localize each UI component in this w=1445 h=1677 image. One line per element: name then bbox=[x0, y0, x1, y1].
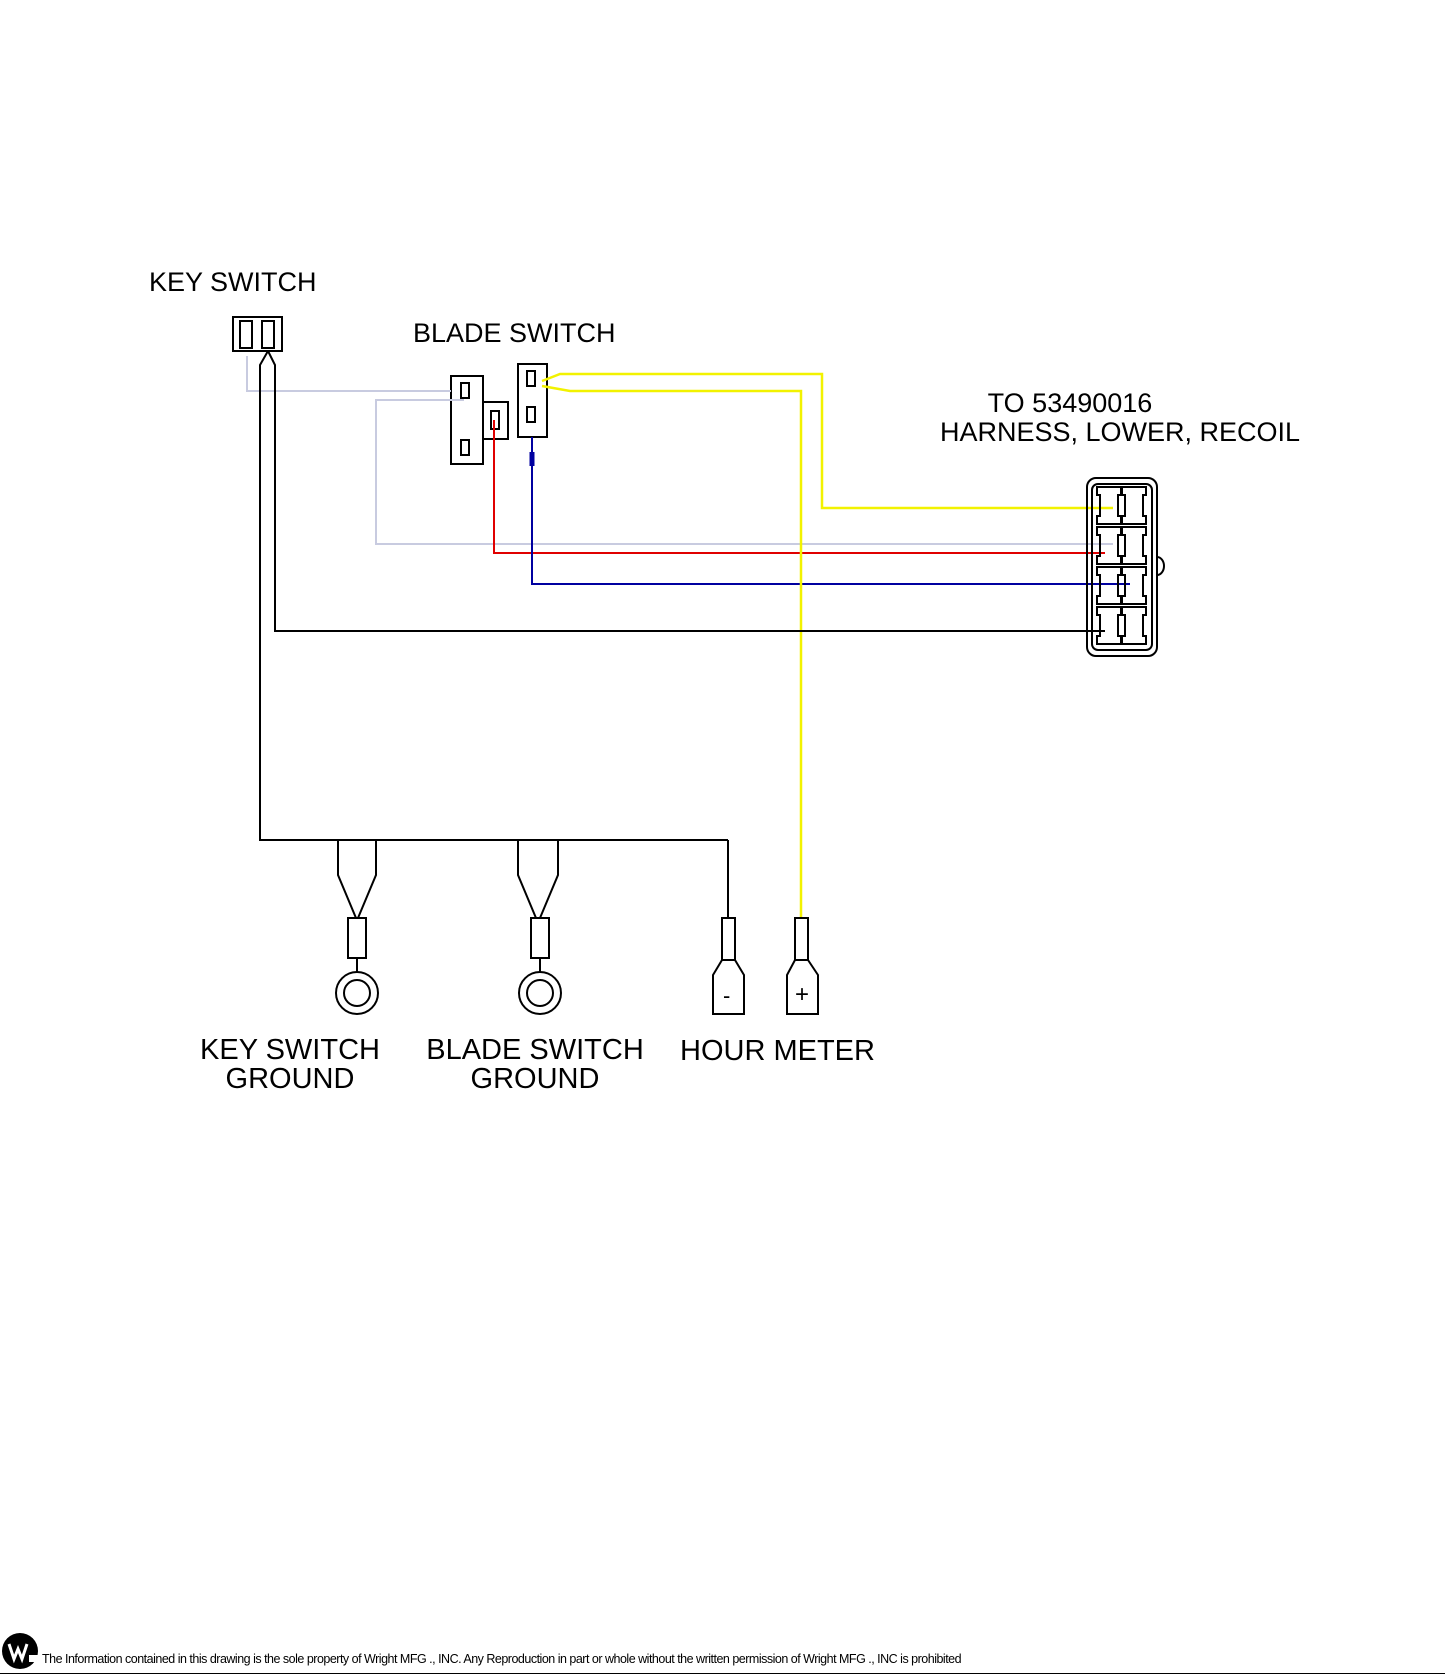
harness-pin-1 bbox=[1096, 486, 1122, 525]
hour-meter-minus-terminal bbox=[712, 917, 745, 1015]
blue-wire bbox=[529, 437, 1130, 585]
harness-pin-6 bbox=[1121, 566, 1147, 605]
footer-divider bbox=[0, 1673, 1445, 1674]
minus-sign: - bbox=[723, 983, 731, 1008]
blade-switch-ground-line2: GROUND bbox=[470, 1063, 600, 1095]
key-switch-label: KEY SWITCH bbox=[149, 267, 317, 297]
black-wires bbox=[259, 350, 1105, 919]
harness-pin-7 bbox=[1096, 606, 1122, 645]
harness-pin-2 bbox=[1121, 486, 1147, 525]
harness-pin-5 bbox=[1096, 566, 1122, 605]
harness-pin-3 bbox=[1096, 526, 1122, 565]
harness-label: TO 53490016 HARNESS, LOWER, RECOIL bbox=[930, 389, 1310, 447]
key-switch-ground-line1: KEY SWITCH bbox=[200, 1034, 380, 1066]
hour-meter-plus-terminal bbox=[786, 917, 819, 1015]
key-switch-ground-terminal bbox=[335, 917, 379, 1015]
blade-switch-label: BLADE SWITCH bbox=[413, 318, 616, 348]
harness-connector bbox=[1086, 477, 1165, 657]
yellow-wires bbox=[541, 372, 1113, 918]
harness-pin-4 bbox=[1121, 526, 1147, 565]
blade-switch-ground-terminal bbox=[518, 917, 562, 1015]
wright-logo-icon bbox=[2, 1633, 38, 1669]
key-switch-connector bbox=[232, 316, 283, 352]
harness-pin-8 bbox=[1121, 606, 1147, 645]
plus-sign: + bbox=[795, 981, 810, 1008]
key-switch-ground-line2: GROUND bbox=[225, 1063, 355, 1095]
key-switch-ground-label: KEY SWITCH GROUND bbox=[190, 1036, 390, 1094]
blade-switch-connector-right bbox=[517, 363, 548, 438]
harness-label-line1: TO 53490016 bbox=[987, 388, 1153, 418]
blade-switch-connector-left bbox=[450, 375, 509, 465]
footer-notice: The Information contained in this drawin… bbox=[42, 1652, 962, 1666]
blade-switch-ground-line1: BLADE SWITCH bbox=[426, 1034, 644, 1066]
harness-label-line2: HARNESS, LOWER, RECOIL bbox=[939, 417, 1301, 447]
grey-wires bbox=[246, 356, 1113, 545]
red-wire bbox=[493, 420, 1105, 554]
hour-meter-label: HOUR METER bbox=[680, 1035, 875, 1067]
blade-switch-ground-label: BLADE SWITCH GROUND bbox=[410, 1036, 660, 1094]
